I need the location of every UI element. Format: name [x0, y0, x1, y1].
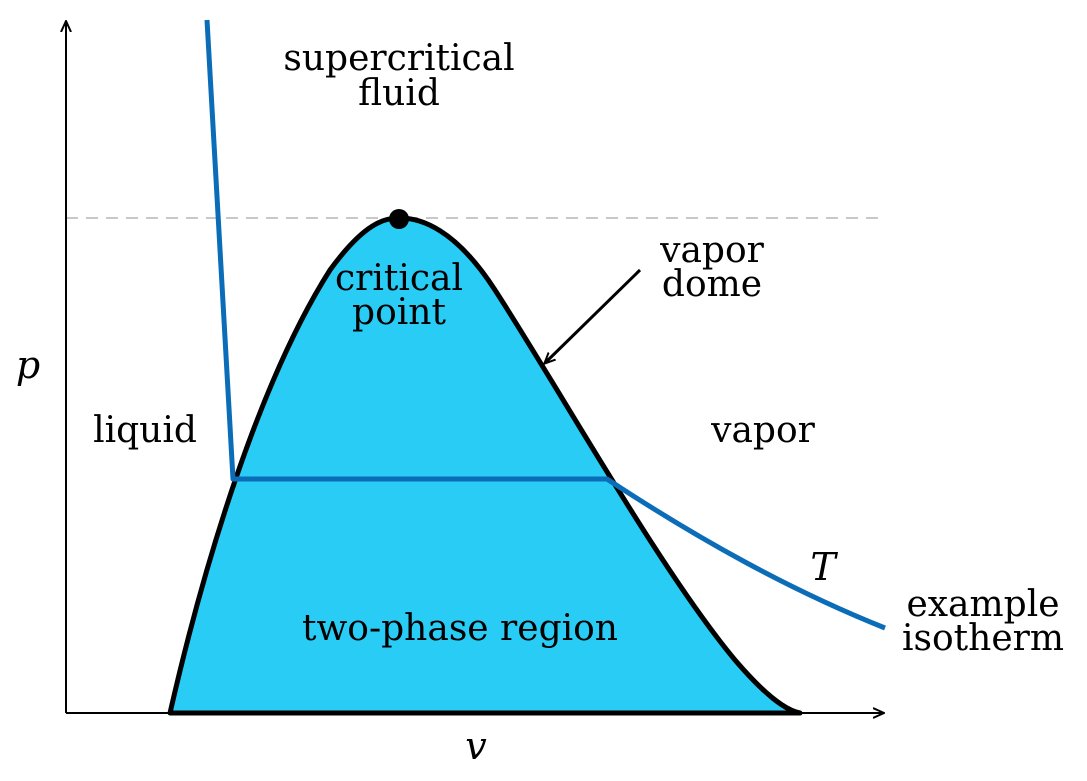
example-isotherm-line	[204, 19, 886, 631]
critical-point-label-line2: point	[352, 292, 446, 333]
vapor-dome	[167, 215, 803, 716]
vapor-dome-arrow	[545, 268, 642, 363]
vapor-dome-label-line1: vapor	[659, 230, 765, 271]
supercritical-label-line2: fluid	[358, 73, 440, 114]
isotherm-label-line1: example	[906, 584, 1059, 625]
supercritical-label-line1: supercritical	[283, 38, 514, 79]
liquid-label: liquid	[93, 410, 197, 451]
isotherm-label-line2: isotherm	[902, 618, 1064, 659]
critical-point-marker	[389, 209, 409, 229]
x-axis-label: v	[465, 724, 487, 768]
vapor-dome-label-line2: dome	[662, 264, 762, 305]
critical-point-label-line1: critical	[335, 258, 463, 299]
vapor-label: vapor	[710, 410, 816, 451]
isotherm-symbol: T	[810, 545, 838, 589]
y-axis-label: p	[16, 343, 40, 387]
two-phase-region-label: two-phase region	[302, 608, 618, 649]
